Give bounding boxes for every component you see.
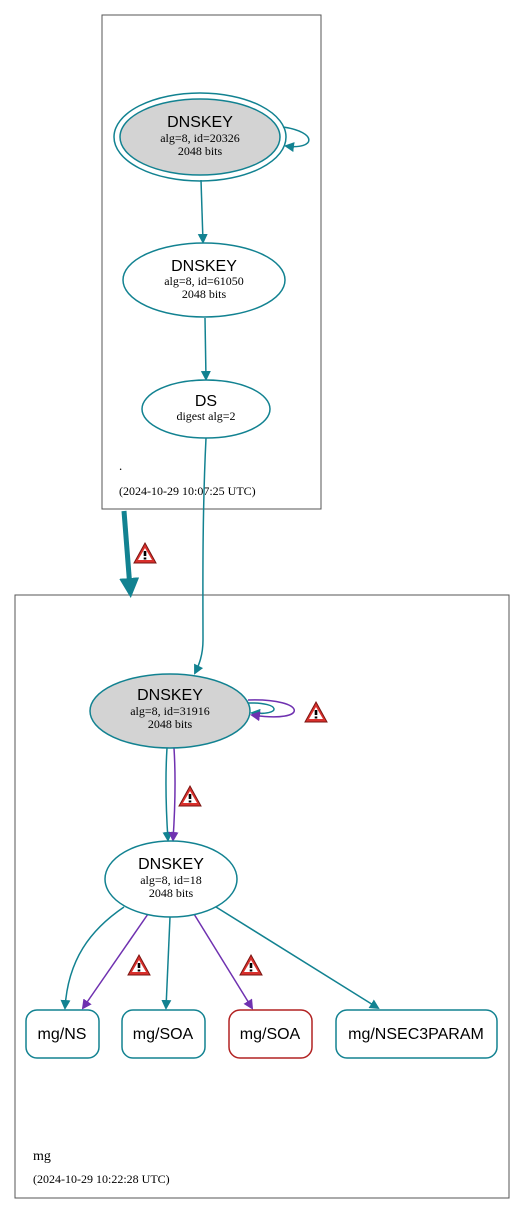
zone-root-box bbox=[101, 14, 322, 510]
node-root-ksk-line1: alg=8, id=20326 bbox=[160, 131, 240, 145]
edge-ds-to-mg-ksk bbox=[194, 437, 207, 675]
node-mg-ns[interactable]: mg/NS bbox=[25, 1009, 100, 1059]
node-mg-nsec3param[interactable]: mg/NSEC3PARAM bbox=[335, 1009, 498, 1059]
node-mg-ksk-line2: 2048 bits bbox=[148, 717, 193, 731]
edge-mg-ksk-to-zsk-teal bbox=[162, 747, 173, 842]
edge-mg-zsk-to-soa bbox=[161, 916, 172, 1010]
node-root-zsk-title: DNSKEY bbox=[171, 258, 237, 275]
node-mg-soa-bogus[interactable]: mg/SOA bbox=[228, 1009, 313, 1059]
warning-icon bbox=[133, 542, 157, 564]
edge-delegation bbox=[119, 510, 140, 598]
node-mg-ksk-line1: alg=8, id=31916 bbox=[130, 704, 210, 718]
node-root-ksk[interactable]: DNSKEY alg=8, id=20326 2048 bits bbox=[113, 92, 287, 182]
edge-mg-ksk-self-teal bbox=[247, 702, 275, 719]
edge-root-zsk-to-ds bbox=[200, 317, 211, 381]
zone-root-timestamp: (2024-10-29 10:07:25 UTC) bbox=[119, 484, 256, 498]
node-root-ksk-line2: 2048 bits bbox=[178, 144, 223, 158]
edge-mg-ksk-to-zsk-purple bbox=[168, 747, 179, 842]
edge-mg-zsk-to-nsec3param bbox=[215, 906, 380, 1010]
node-mg-ksk[interactable]: DNSKEY alg=8, id=31916 2048 bits bbox=[89, 673, 251, 749]
node-root-ksk-title: DNSKEY bbox=[167, 114, 233, 131]
node-mg-soa-bogus-label: mg/SOA bbox=[240, 1026, 301, 1043]
node-root-zsk[interactable]: DNSKEY alg=8, id=61050 2048 bits bbox=[122, 242, 286, 318]
warning-icon bbox=[127, 954, 151, 976]
zone-mg-name: mg bbox=[33, 1149, 51, 1164]
node-mg-ksk-title: DNSKEY bbox=[137, 687, 203, 704]
node-root-ds-line1: digest alg=2 bbox=[176, 409, 235, 423]
node-mg-zsk[interactable]: DNSKEY alg=8, id=18 2048 bits bbox=[104, 840, 238, 918]
edge-mg-zsk-to-ns-purple bbox=[81, 913, 149, 1010]
node-root-zsk-line1: alg=8, id=61050 bbox=[164, 274, 244, 288]
node-mg-zsk-line1: alg=8, id=18 bbox=[140, 873, 202, 887]
edge-mg-zsk-to-soa-bogus bbox=[193, 913, 254, 1010]
warning-icon bbox=[304, 701, 328, 723]
edge-root-ksk-to-zsk bbox=[197, 179, 208, 244]
node-mg-soa[interactable]: mg/SOA bbox=[121, 1009, 206, 1059]
zone-root-name: . bbox=[119, 458, 122, 473]
warning-icon bbox=[239, 954, 263, 976]
node-root-ds[interactable]: DS digest alg=2 bbox=[141, 379, 271, 439]
node-root-ds-title: DS bbox=[195, 393, 217, 410]
zone-mg-box bbox=[14, 594, 510, 1199]
node-mg-zsk-title: DNSKEY bbox=[138, 856, 204, 873]
edge-mg-ksk-self-purple bbox=[247, 699, 295, 722]
node-root-zsk-line2: 2048 bits bbox=[182, 287, 227, 301]
node-mg-nsec3param-label: mg/NSEC3PARAM bbox=[348, 1026, 484, 1043]
node-mg-ns-label: mg/NS bbox=[38, 1026, 87, 1043]
warning-icon bbox=[178, 785, 202, 807]
zone-mg-timestamp: (2024-10-29 10:22:28 UTC) bbox=[33, 1172, 170, 1186]
edge-root-ksk-self bbox=[282, 126, 310, 153]
node-mg-zsk-line2: 2048 bits bbox=[149, 886, 194, 900]
edge-mg-zsk-to-ns-teal bbox=[60, 906, 125, 1010]
node-mg-soa-label: mg/SOA bbox=[133, 1026, 194, 1043]
